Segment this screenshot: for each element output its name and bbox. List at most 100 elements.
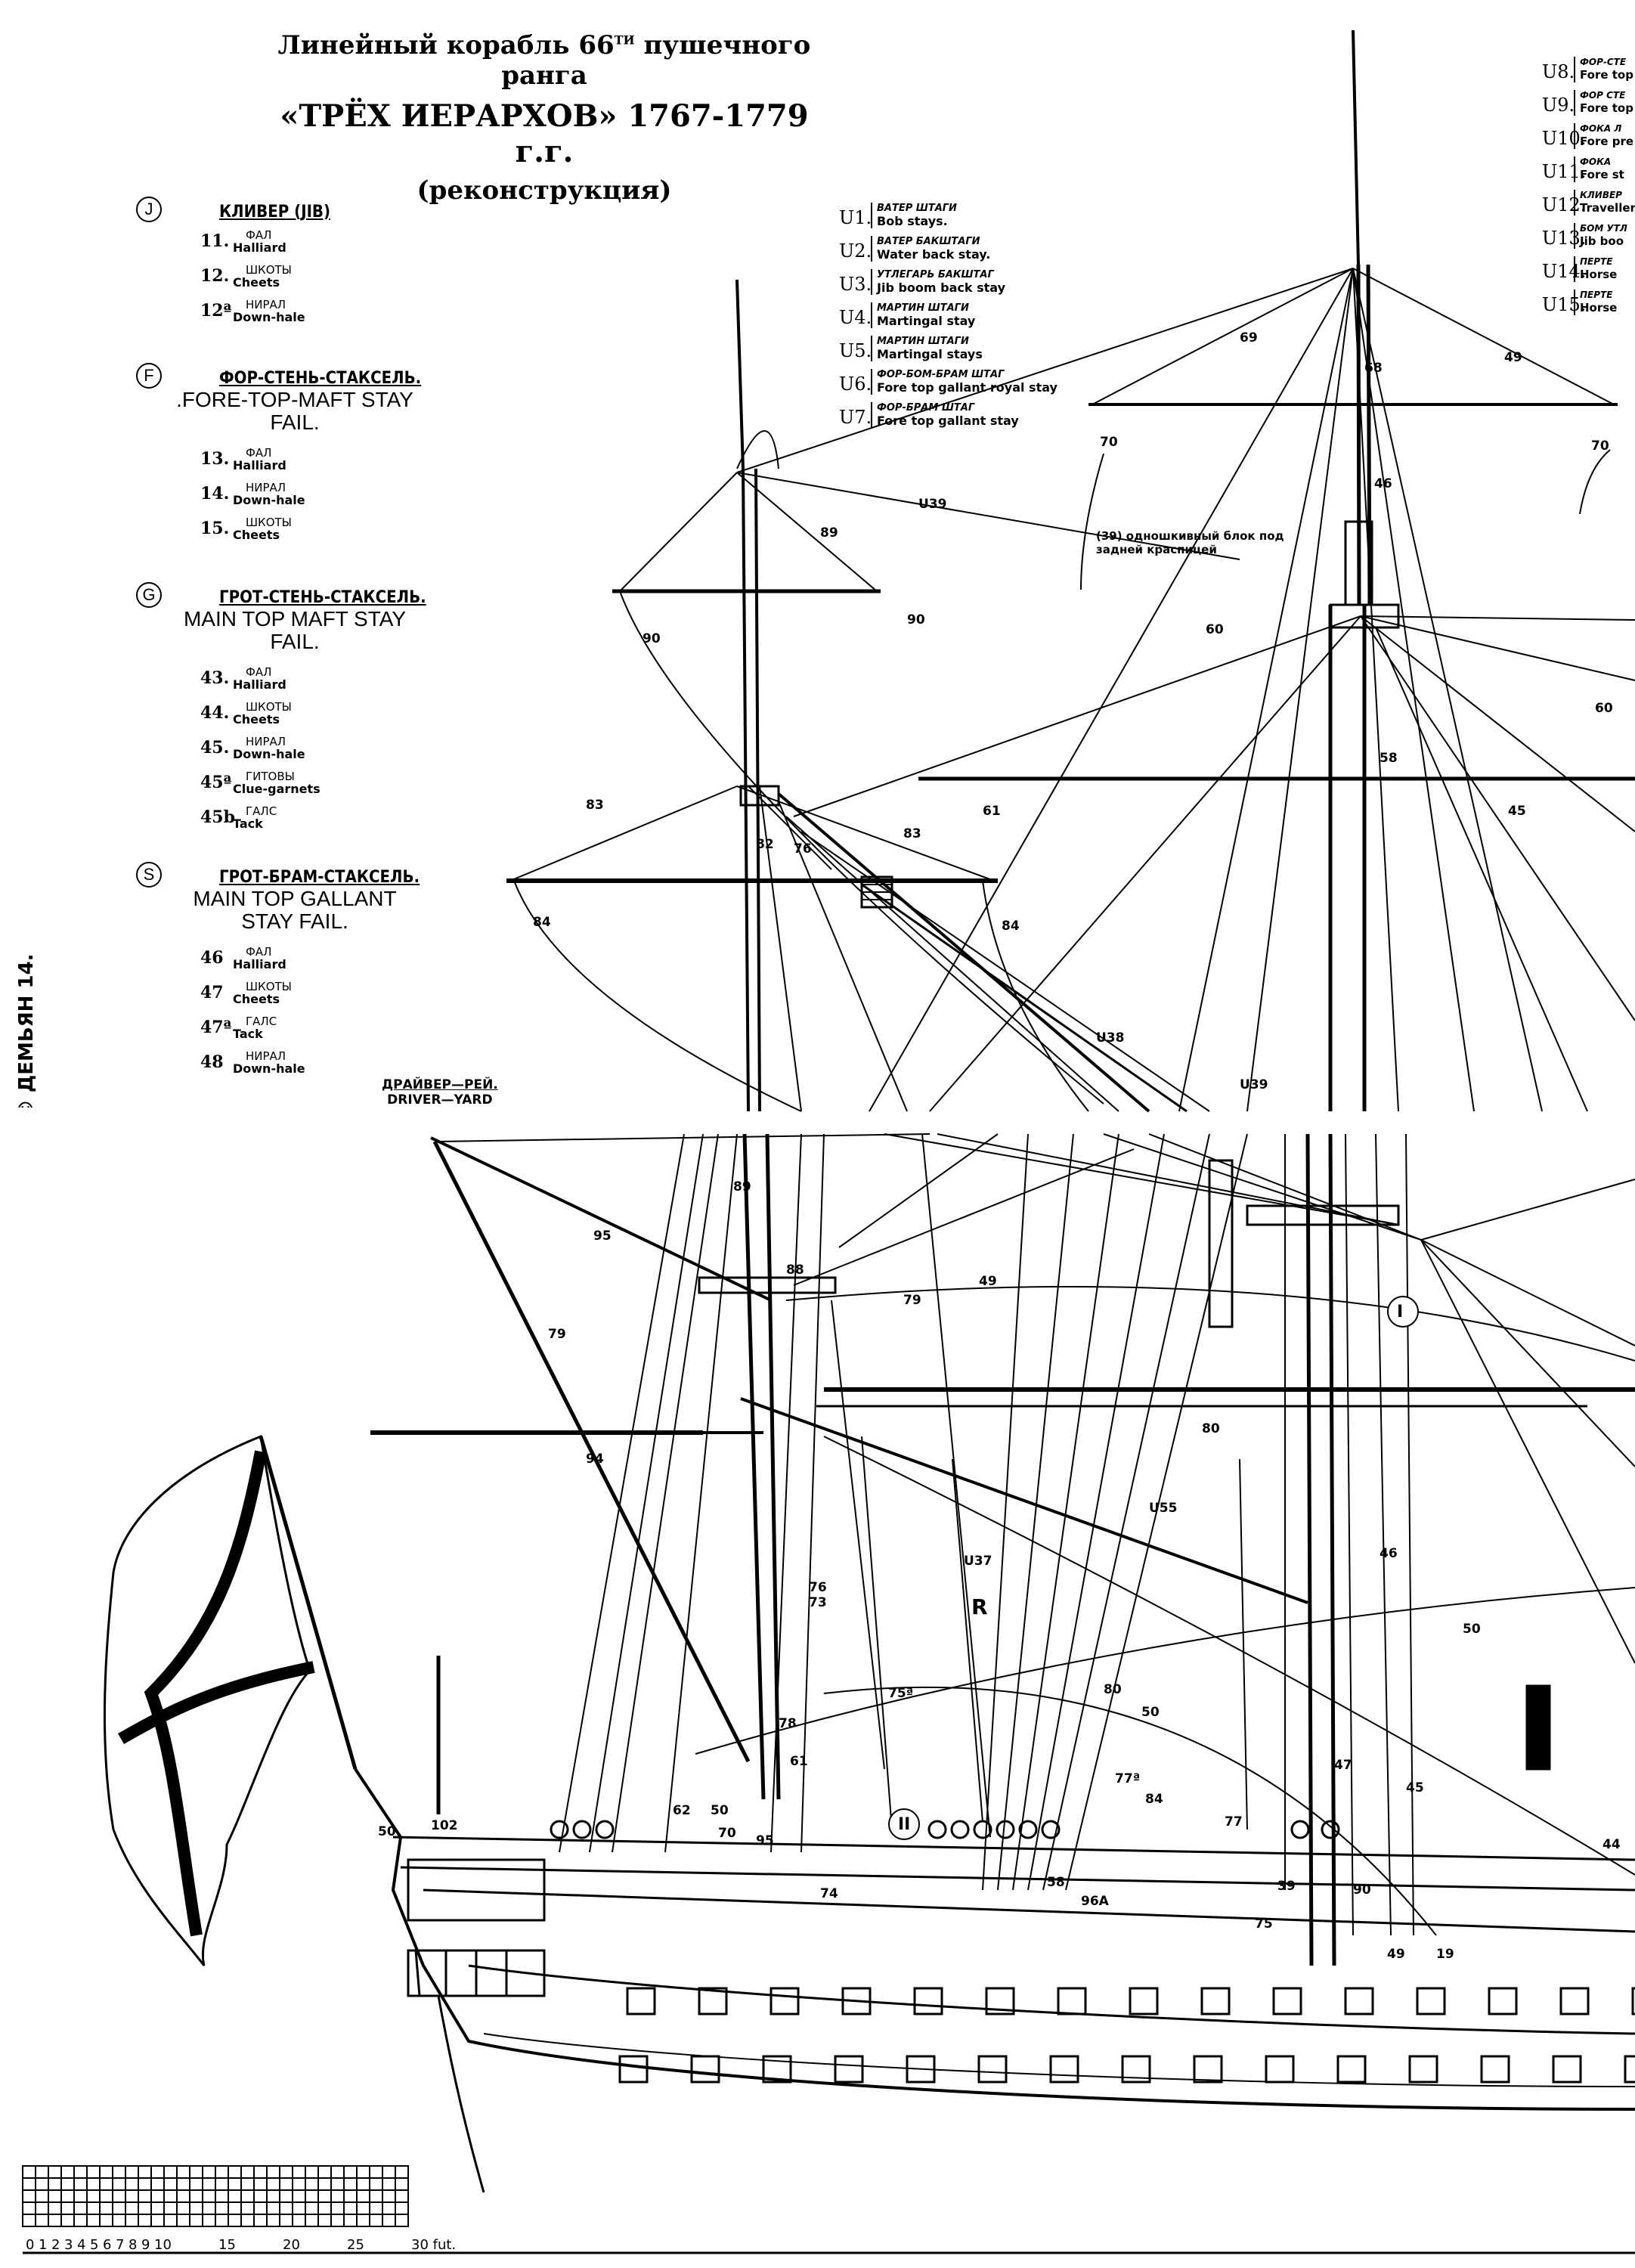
- rigging-number-label: 90: [1353, 1882, 1371, 1898]
- scale-tick-label: 0: [26, 2237, 34, 2253]
- ship-name: «ТРЁХ ИЕРАРХОВ» 1767-1779 г.г.: [280, 98, 809, 169]
- stay-divider: [871, 402, 872, 428]
- rigging-number-label: 95: [593, 1228, 612, 1244]
- legend-item-number: 45b: [200, 807, 235, 827]
- legend-title-en: .FORE-TOP-MAFT STAY FAIL.: [176, 388, 413, 434]
- rigging-number-label: 79: [903, 1293, 921, 1308]
- rigging-number-label: 50: [378, 1824, 396, 1839]
- stay-ru: ВАТЕР ШТАГИ: [877, 203, 957, 214]
- stay-ru: ВАТЕР БАКШТАГИ: [877, 236, 980, 247]
- legend-item-ru: ШКОТЫ: [246, 700, 292, 714]
- legend-title-ru: КЛИВЕР (JIB): [219, 203, 331, 222]
- rigging-number-label: 49: [1504, 350, 1522, 365]
- rigging-number-label: 45: [1406, 1780, 1424, 1796]
- scale-tick-label: 15: [218, 2237, 236, 2253]
- scale-tick-label: 7: [116, 2237, 124, 2253]
- stay-divider: [1574, 290, 1575, 315]
- legend-item-en: Tack: [233, 816, 263, 831]
- scale-tick-label: 3: [64, 2237, 73, 2253]
- rigging-number-label: I: [1397, 1303, 1403, 1321]
- stay-code: U6.: [839, 373, 872, 395]
- rigging-number-label: 96A: [1081, 1894, 1110, 1909]
- stay-divider: [871, 203, 872, 228]
- block-note: (39) одношкивный блок под задней краспиц…: [1096, 529, 1284, 556]
- stay-en: Bob stays.: [877, 214, 948, 228]
- legend-item-en: Tack: [233, 1027, 263, 1041]
- legend-item-ru: ГИТОВЫ: [246, 770, 295, 783]
- legend-item-en: Cheets: [233, 528, 280, 542]
- stay-divider: [1574, 123, 1575, 149]
- stay-en: Martingal stays: [877, 347, 983, 361]
- stay-en: Fore top: [1580, 68, 1633, 82]
- rigging-number-label: 75: [1255, 1916, 1273, 1932]
- legend-item-en: Down-hale: [233, 1061, 305, 1076]
- stay-code: U14.: [1542, 261, 1587, 282]
- legend-item-ru: ФАЛ: [246, 945, 272, 959]
- legend-item-en: Down-hale: [233, 310, 305, 324]
- rigging-number-label: 70: [718, 1826, 736, 1841]
- rigging-number-label: 45: [1508, 804, 1526, 819]
- legend-item-number: 15.: [200, 519, 230, 538]
- legend-symbol: G: [136, 582, 162, 608]
- title-line1-end: пушечного ранга: [501, 30, 811, 91]
- rigging-number-label: 94: [586, 1452, 604, 1467]
- legend-symbol: F: [136, 363, 162, 389]
- legend-symbol: J: [136, 197, 162, 222]
- scale-tick-label: 4: [77, 2237, 85, 2253]
- legend-title-en: MAIN TOP GALLANT STAY FAIL.: [193, 887, 397, 933]
- rigging-number-label: 46: [1374, 476, 1392, 491]
- scale-tick-label: 25: [347, 2237, 364, 2253]
- legend-item-number: 44.: [200, 703, 230, 723]
- stay-code: U7.: [839, 407, 872, 428]
- rigging-number-label: 78: [779, 1716, 797, 1731]
- rigging-number-label: 50: [1463, 1622, 1481, 1637]
- rigging-number-label: 19: [1436, 1947, 1454, 1962]
- legend-item-ru: ШКОТЫ: [246, 980, 292, 993]
- legend-symbol: S: [136, 862, 162, 888]
- stay-en: Horse: [1580, 301, 1618, 314]
- legend-item-number: 12.: [200, 266, 230, 286]
- legend-item-number: 43.: [200, 668, 230, 688]
- rigging-number-label: 74: [820, 1886, 838, 1901]
- stay-code: U3.: [839, 274, 872, 295]
- stay-ru: ФОР-БОМ-БРАМ ШТАГ: [877, 369, 1005, 380]
- rigging-number-label: 70: [1100, 435, 1118, 450]
- rigging-number-label: 75ª: [888, 1686, 913, 1701]
- rigging-number-label: 95: [756, 1833, 774, 1848]
- stay-en: Fore top gallant royal stay: [877, 380, 1057, 395]
- legend-item-en: Clue-garnets: [233, 782, 320, 796]
- stay-ru: ФОКА Л: [1580, 123, 1622, 134]
- title-line1: Линейный корабль 66: [277, 30, 615, 60]
- detail-marker: [888, 1808, 920, 1840]
- rigging-number-label: U39: [1240, 1077, 1268, 1092]
- scale-tick-label: 9: [141, 2237, 150, 2253]
- rigging-number-label: 82: [756, 837, 774, 852]
- title-sup: ТИ: [614, 33, 635, 48]
- stay-divider: [871, 302, 872, 328]
- rigging-number-label: 76: [794, 841, 812, 857]
- rigging-number-label: 68: [1364, 361, 1383, 376]
- stay-divider: [1574, 256, 1575, 282]
- rigging-number-label: 77ª: [1115, 1771, 1140, 1786]
- scale-tick-label: 8: [129, 2237, 137, 2253]
- legend-item-en: Cheets: [233, 992, 280, 1006]
- driver-yard-caption: ДРАЙВЕР—РЕЙ. DRIVER—YARD: [382, 1077, 498, 1108]
- stay-en: Water back stay.: [877, 247, 991, 262]
- rigging-number-label: 84: [533, 915, 551, 930]
- stay-ru: УТЛЕГАРЬ БАКШТАГ: [877, 269, 994, 280]
- stay-divider: [871, 336, 872, 361]
- stay-code: U15.: [1542, 294, 1587, 315]
- rigging-number-label: 60: [1595, 701, 1613, 716]
- rigging-number-label: 50: [1141, 1705, 1160, 1720]
